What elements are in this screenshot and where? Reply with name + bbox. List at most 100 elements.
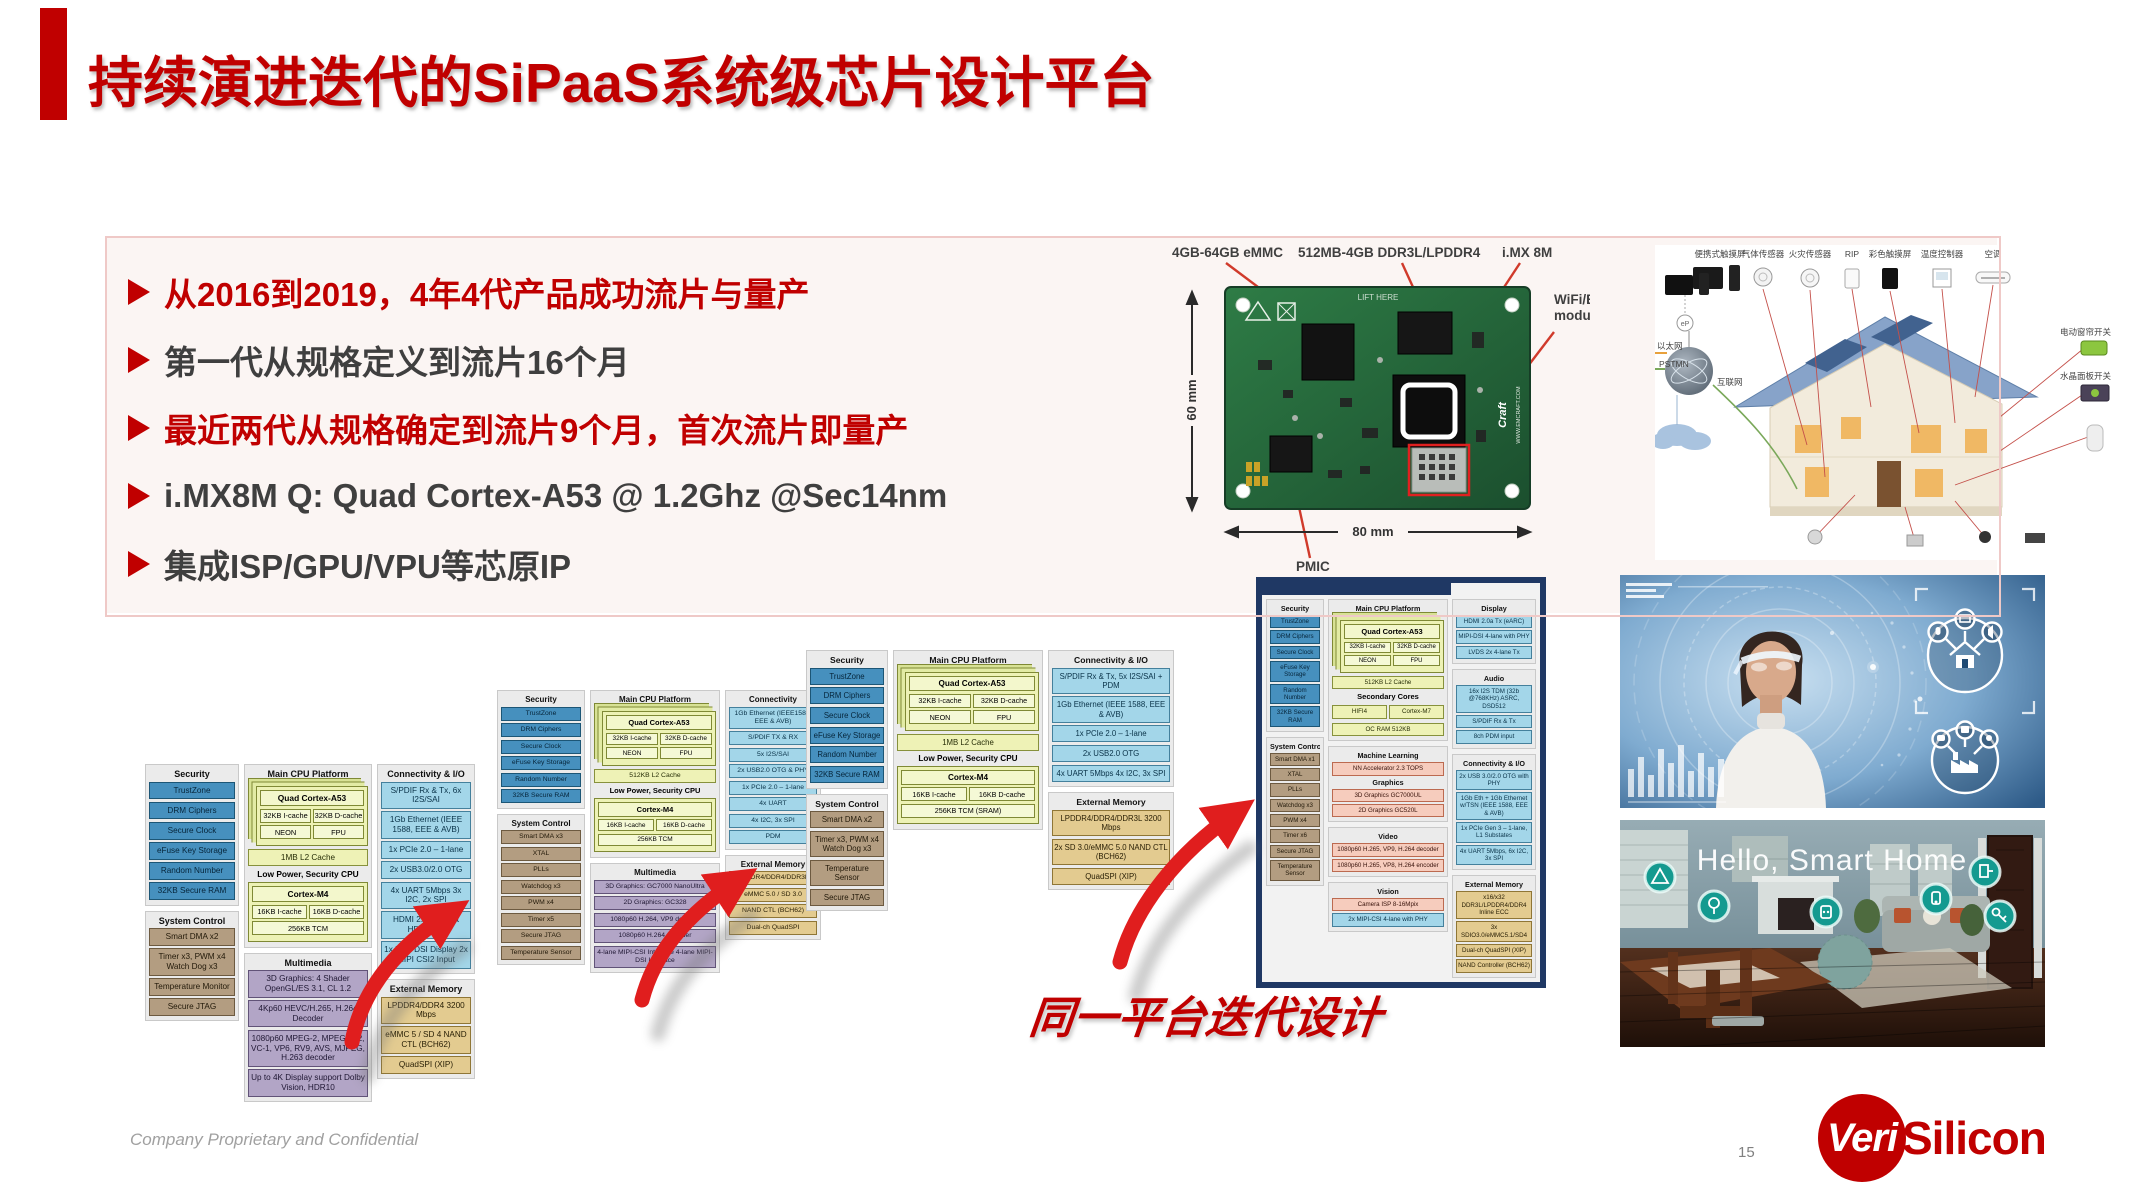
- soc-cell: Random Number: [810, 746, 884, 764]
- soc-section-header: Security: [525, 695, 557, 704]
- soc-cell: 1x PCIe 2.0 – 1-lane: [729, 780, 817, 795]
- bullet-item: i.MX8M Q: Quad Cortex-A53 @ 1.2Ghz @Sec1…: [128, 462, 947, 530]
- footer-note: Company Proprietary and Confidential: [130, 1130, 419, 1149]
- smart-home-figure: 便携式触摸屏 气体传感器 火灾传感器 RIP 彩色触摸屏 温度控制器 空调: [1655, 245, 2115, 560]
- cpu-cell: FPU: [660, 747, 712, 759]
- cpu-row: 256KB TCM: [252, 921, 364, 936]
- soc-cell: 1080p60 H.265, VP9, H.264 decoder: [1332, 843, 1444, 857]
- soc-cell: 1Gb Eth + 1Gb Ethernet w/TSN (IEEE 1588,…: [1456, 792, 1532, 821]
- soc-cell: Watchdog x3: [501, 879, 581, 894]
- board-lift-here: LIFT HERE: [1358, 293, 1399, 302]
- cpu-cell: 32KB I-cache: [1344, 641, 1391, 653]
- wifi-module: [1407, 443, 1471, 497]
- soc-cell: 1Gb Ethernet (IEEE 1588, EEE & AVB): [1052, 696, 1170, 723]
- cpu-cell: 16KB D-cache: [309, 904, 364, 919]
- soc-cell: 32KB Secure RAM: [149, 882, 235, 901]
- soc-cell: 2x SD 3.0/eMMC 5.0 NAND CTL (BCH62): [1052, 838, 1170, 866]
- soc-cell: MIPI-DSI 4-lane with PHY: [1456, 630, 1532, 644]
- soc-cell: Timer x5: [501, 912, 581, 927]
- soc-cell: Secure Clock: [149, 821, 235, 840]
- soc-section-header: External Memory: [1076, 797, 1146, 808]
- pmic-label: PMIC: [1296, 559, 1330, 574]
- hud-menu-icon: [1626, 583, 1768, 598]
- soc-section-header: Security: [174, 769, 210, 779]
- speaker-icon: [1988, 625, 1993, 639]
- cpu-cell: 32KB D-cache: [313, 808, 364, 823]
- cpu-row: 256KB TCM (SRAM): [901, 803, 1035, 818]
- soc-cell: 2D Graphics: GC328: [594, 896, 716, 911]
- cpu-title: Quad Cortex-A53: [909, 676, 1035, 691]
- logo-circle: Veri: [1818, 1094, 1906, 1182]
- bullet-item: 从2016到2019，4年4代产品成功流片与量产: [128, 258, 947, 326]
- soc-cell: 2D Graphics GC520L: [1332, 804, 1444, 818]
- frame-brackets: [1914, 587, 2036, 715]
- bullet-triangle-icon: [128, 483, 150, 509]
- soc-cell: PWM x4: [1270, 814, 1320, 828]
- sh-label: 空调: [1984, 249, 2001, 259]
- soc-section-header: Multimedia: [634, 868, 676, 878]
- sh-label: 电动窗帘开关: [2060, 327, 2112, 337]
- soc-cell: HDMI 2.0a Output HDCP 2.2: [381, 911, 471, 939]
- soc-section-header: System Control: [815, 798, 879, 809]
- soc-cell: 1MB L2 Cache: [897, 733, 1039, 751]
- svg-text:eP: eP: [1681, 321, 1690, 328]
- soc-cell: Smart DMA x2: [810, 811, 884, 829]
- sh-label: 火灾传感器: [1789, 249, 1832, 259]
- sh-network: eP: [1655, 273, 1798, 490]
- thermostat-icon: [1919, 882, 1953, 916]
- soc-section-header: Multimedia: [284, 957, 332, 968]
- pmic-chip: [1269, 435, 1313, 473]
- soc-cell: XTAL: [1270, 768, 1320, 782]
- soc-section-header: Connectivity & I/O: [1463, 758, 1525, 768]
- soc-cell: 1x PCIe Gen 3 – 1-lane, L1 Substates: [1456, 822, 1532, 843]
- svg-text:60 mm: 60 mm: [1184, 379, 1199, 420]
- soc-cell: Up to 4K Display support Dolby Vision, H…: [248, 1069, 368, 1097]
- soc-cell: 3D Graphics: GC7000 NanoUltra: [594, 879, 716, 894]
- soc-cell: Temperature Monitor: [149, 978, 235, 996]
- logo-silicon-text: Silicon: [1902, 1112, 2047, 1164]
- soc-section-header: Main CPU Platform: [267, 769, 349, 779]
- soc-label: Low Power, Security CPU: [609, 785, 701, 795]
- soc-cell: 16x I2S TDM (32b @768KHz) ASRC, DSD512: [1456, 684, 1532, 713]
- soc-cell: S/PDIF Rx & Tx, 5x I2S/SAI + PDM: [1052, 667, 1170, 694]
- soc-cell: 4x UART 5Mbps, 6x I2C, 3x SPI: [1456, 844, 1532, 866]
- soc-cell: PLLs: [1270, 783, 1320, 797]
- soc-cell: 1x MIPI DSI Display 2x MIPI CSI2 Input: [381, 941, 471, 969]
- cpu-row: 256KB TCM: [598, 833, 712, 846]
- board-site: WWW.EMCRAFT.COM: [1516, 386, 1522, 444]
- soc-cell: TrustZone: [501, 706, 581, 721]
- sh-label: 气体传感器: [1742, 249, 1785, 259]
- bullet-text: 最近两代从规格确定到流片9个月，首次流片即量产: [164, 412, 909, 449]
- soc-section-header: Graphics: [1372, 777, 1404, 787]
- bullet-text: 第一代从规格定义到流片16个月: [164, 344, 630, 381]
- soc-cell: Dual-ch QuadSPI: [729, 920, 817, 935]
- soc-cell: 1Gb Ethernet (IEEE1588, EEE & AVB): [729, 706, 817, 729]
- soc-section-header: Main CPU Platform: [929, 655, 1007, 665]
- soc-section-header: External Memory: [1465, 880, 1523, 890]
- soc-cell: NAND CTL (BCH62): [729, 904, 817, 919]
- devboard-figure: 4GB-64GB eMMC 512MB-4GB DDR3L/LPDDR4 i.M…: [1172, 245, 1590, 574]
- soc-cell: OC RAM 512KB: [1332, 723, 1444, 737]
- soc-cell: eFuse Key Storage: [149, 842, 235, 860]
- board-label-emmc: 4GB-64GB eMMC: [1172, 245, 1283, 260]
- ar-glasses-photo: [1620, 575, 2045, 808]
- cpu-cell: NEON: [909, 710, 971, 724]
- soc-section-header: Audio: [1483, 673, 1505, 683]
